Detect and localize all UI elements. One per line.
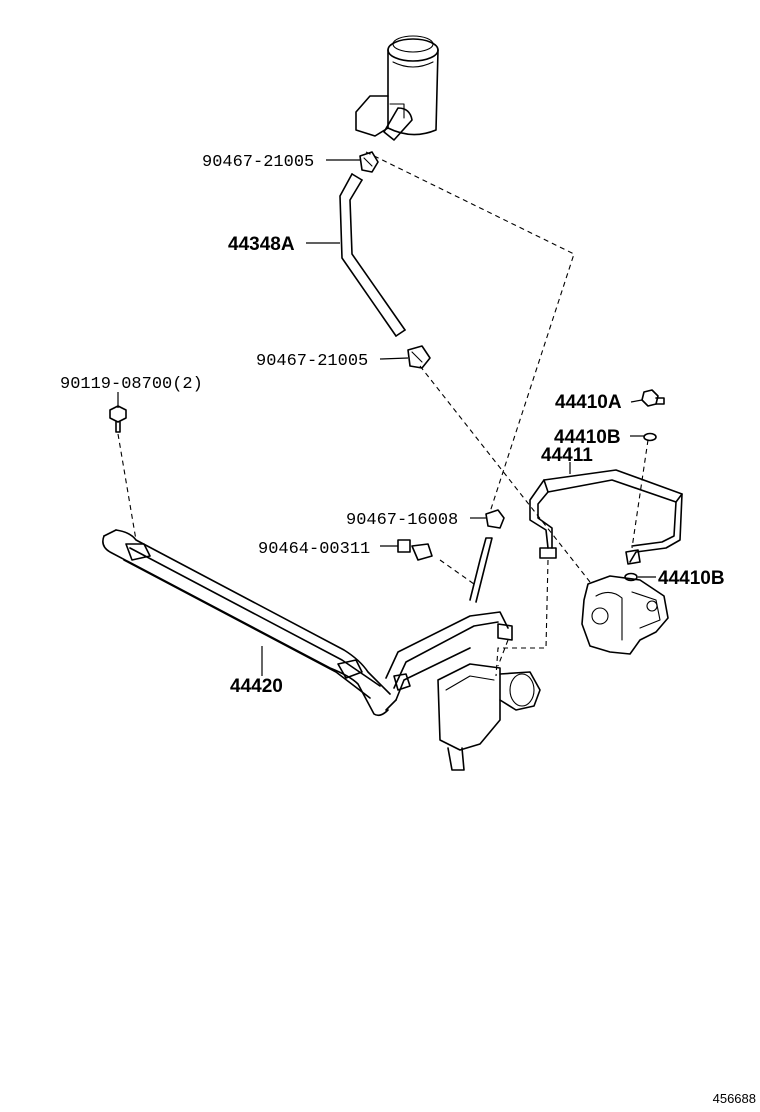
steering-pump-illustration [437,663,541,771]
clamp-00311-illustration [397,539,433,561]
reservoir-illustration [355,35,439,141]
pressure-tube-illustration [529,469,683,565]
oil-cooler-illustration [102,529,513,717]
label-clip-upper: 90467-21005 [202,153,314,172]
label-clamp-16008: 90467-16008 [346,511,458,530]
return-hose-illustration [339,173,406,337]
gasket-top-illustration [643,432,657,442]
gasket-lower-illustration [624,572,638,582]
label-cooler: 44420 [230,676,283,697]
union-bolt-illustration [641,389,665,407]
clamp-16008-illustration [485,509,505,529]
label-gasket-b-top: 44410B [554,427,621,448]
hose-clip-upper [359,151,379,173]
label-gasket-b-lower: 44410B [658,568,725,589]
label-clamp-00311: 90464-00311 [258,540,370,559]
dashed-assembly-lines [117,151,649,677]
label-hose: 44348A [228,234,295,255]
cooler-bolt-illustration [109,405,127,433]
label-bolt-cooler: 90119-08700(2) [60,375,203,394]
steering-gear-illustration [581,575,669,655]
hose-clip-lower [407,345,431,369]
label-tube: 44411 [541,445,593,466]
leader-lines [117,159,656,676]
illustration-id: 456688 [713,1091,756,1106]
label-bolt-a: 44410A [555,392,622,413]
label-clip-lower: 90467-21005 [256,352,368,371]
